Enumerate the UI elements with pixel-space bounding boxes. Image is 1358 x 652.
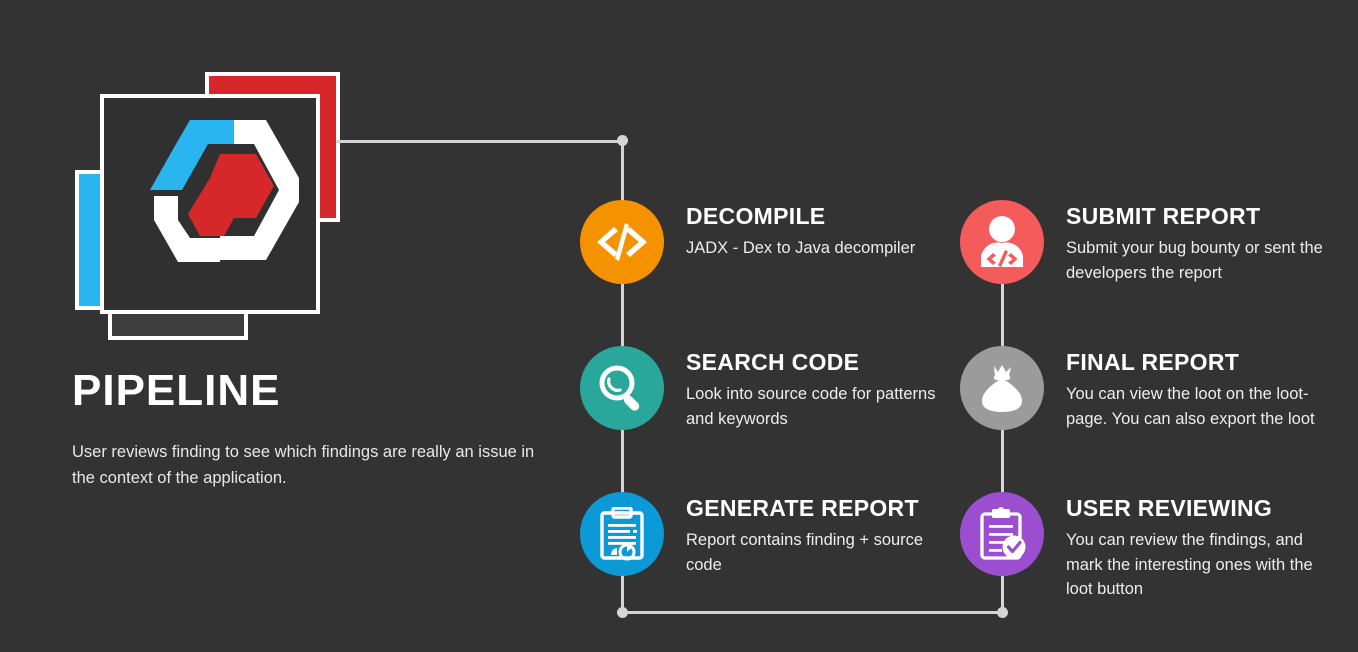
connector-generate-to-bottom bbox=[621, 564, 624, 614]
step-title-generate-report: GENERATE REPORT bbox=[686, 495, 919, 521]
step-generate-report: GENERATE REPORT Report contains finding … bbox=[580, 492, 936, 577]
hexagon-logo-icon bbox=[150, 120, 299, 262]
title-block: PIPELINE User reviews finding to see whi… bbox=[72, 366, 542, 491]
step-desc-submit-report: Submit your bug bounty or sent the devel… bbox=[1066, 239, 1323, 282]
connector-bottom-bridge bbox=[621, 611, 1003, 614]
connector-user-reviewing-to-final bbox=[1001, 418, 1004, 502]
code-brackets-icon bbox=[597, 223, 647, 261]
developer-person-icon bbox=[981, 216, 1023, 267]
step-text-search-code: SEARCH CODE Look into source code for pa… bbox=[686, 346, 936, 431]
step-decompile: DECOMPILE JADX - Dex to Java decompiler bbox=[580, 200, 936, 284]
step-text-user-reviewing: USER REVIEWING You can review the findin… bbox=[1066, 492, 1328, 602]
clipboard-chart-icon bbox=[600, 507, 644, 561]
step-icon-generate-report[interactable] bbox=[580, 492, 664, 576]
step-icon-search-code[interactable] bbox=[580, 346, 664, 430]
step-user-reviewing: USER REVIEWING You can review the findin… bbox=[960, 492, 1328, 602]
step-text-submit-report: SUBMIT REPORT Submit your bug bounty or … bbox=[1066, 200, 1328, 285]
step-title-final-report: FINAL REPORT bbox=[1066, 349, 1240, 375]
step-icon-final-report[interactable] bbox=[960, 346, 1044, 430]
step-icon-decompile[interactable] bbox=[580, 200, 664, 284]
step-text-generate-report: GENERATE REPORT Report contains finding … bbox=[686, 492, 936, 577]
step-title-submit-report: SUBMIT REPORT bbox=[1066, 203, 1261, 229]
step-icon-user-reviewing[interactable] bbox=[960, 492, 1044, 576]
logo-group bbox=[70, 60, 370, 350]
step-search-code: SEARCH CODE Look into source code for pa… bbox=[580, 346, 936, 431]
page-title: PIPELINE bbox=[72, 366, 281, 415]
step-desc-generate-report: Report contains finding + source code bbox=[686, 531, 924, 574]
clipboard-check-icon bbox=[980, 507, 1026, 560]
step-title-decompile: DECOMPILE bbox=[686, 203, 826, 229]
step-submit-report: SUBMIT REPORT Submit your bug bounty or … bbox=[960, 200, 1328, 285]
step-text-final-report: FINAL REPORT You can view the loot on th… bbox=[1066, 346, 1328, 431]
step-desc-user-reviewing: You can review the findings, and mark th… bbox=[1066, 531, 1313, 599]
connector-bottom-to-user-reviewing bbox=[1001, 564, 1004, 614]
connector-search-to-generate bbox=[621, 418, 624, 502]
step-final-report: FINAL REPORT You can view the loot on th… bbox=[960, 346, 1328, 431]
connector-final-to-submit bbox=[1001, 272, 1004, 356]
step-desc-final-report: You can view the loot on the loot-page. … bbox=[1066, 385, 1315, 428]
step-desc-decompile: JADX - Dex to Java decompiler bbox=[686, 239, 916, 258]
step-title-search-code: SEARCH CODE bbox=[686, 349, 860, 375]
step-text-decompile: DECOMPILE JADX - Dex to Java decompiler bbox=[686, 200, 936, 261]
connector-decompile-to-search bbox=[621, 272, 624, 356]
step-desc-search-code: Look into source code for patterns and k… bbox=[686, 385, 936, 428]
connector-logo-to-decompile bbox=[336, 140, 624, 143]
magnifier-icon bbox=[599, 365, 640, 411]
page-description: User reviews finding to see which findin… bbox=[72, 443, 535, 487]
step-title-user-reviewing: USER REVIEWING bbox=[1066, 495, 1273, 521]
money-bag-icon bbox=[982, 365, 1022, 412]
step-icon-submit-report[interactable] bbox=[960, 200, 1044, 284]
connector-down-to-decompile bbox=[621, 140, 624, 212]
